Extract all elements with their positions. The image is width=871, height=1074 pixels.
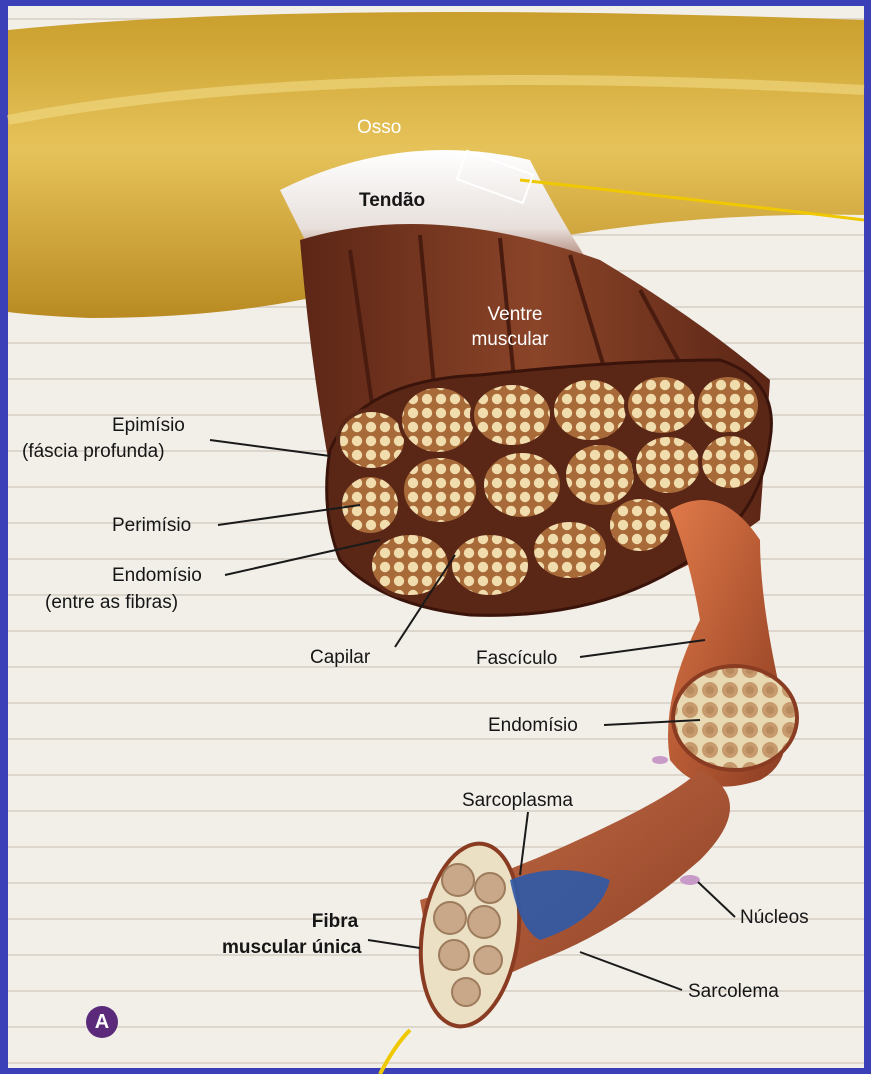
label-tendao: Tendão (359, 190, 425, 212)
label-muscular-unica: muscular única (222, 937, 361, 959)
label-perimisio: Perimísio (112, 515, 191, 537)
label-sarcoplasma: Sarcoplasma (462, 790, 573, 812)
figure-badge: A (86, 1006, 118, 1038)
label-capilar: Capilar (310, 647, 370, 669)
label-epimisio: Epimísio (112, 415, 185, 437)
label-nucleos: Núcleos (740, 907, 809, 929)
label-entre-as-fibras: (entre as fibras) (45, 592, 178, 614)
label-fasciculo: Fascículo (476, 648, 557, 670)
label-osso: Osso (357, 117, 401, 139)
label-endomisio-fasciculo: Endomísio (488, 715, 578, 737)
label-fascia-profunda: (fáscia profunda) (22, 441, 165, 463)
label-ventre: Ventre (470, 304, 560, 326)
label-muscular: muscular (455, 329, 565, 351)
fascicle-cross-section (673, 666, 797, 770)
label-fibra: Fibra (290, 911, 380, 933)
label-endomisio: Endomísio (112, 565, 202, 587)
label-sarcolema: Sarcolema (688, 981, 779, 1003)
